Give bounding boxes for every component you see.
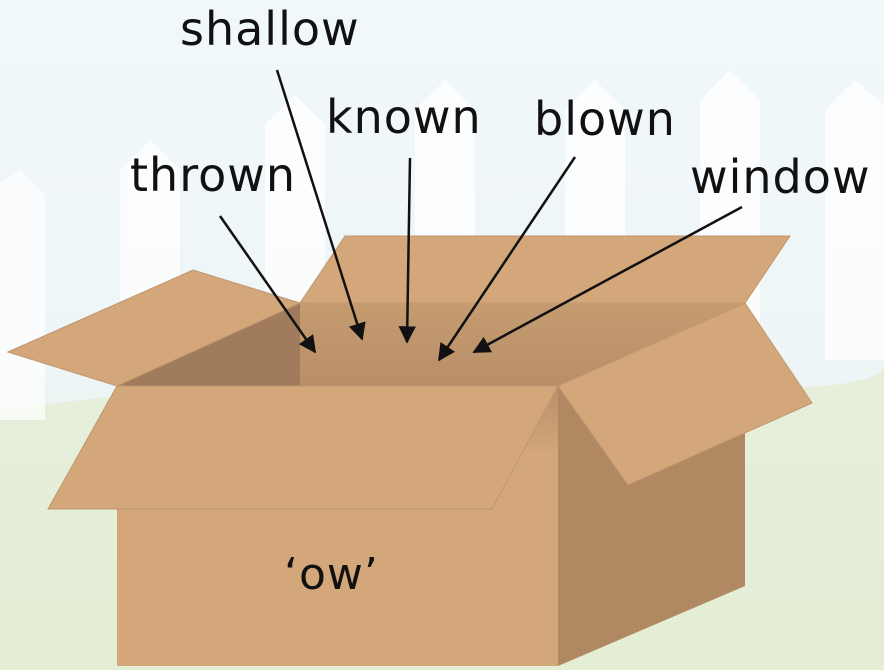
word-blown: blown: [534, 96, 676, 142]
word-shallow: shallow: [180, 6, 360, 52]
box-back-flap: [300, 236, 790, 303]
cardboard-box: [8, 236, 812, 666]
word-window: window: [690, 154, 871, 200]
word-thrown: thrown: [130, 152, 296, 198]
word-known: known: [326, 94, 482, 140]
box-label: ‘ow’: [284, 553, 379, 597]
box-front-flap: [48, 386, 558, 509]
